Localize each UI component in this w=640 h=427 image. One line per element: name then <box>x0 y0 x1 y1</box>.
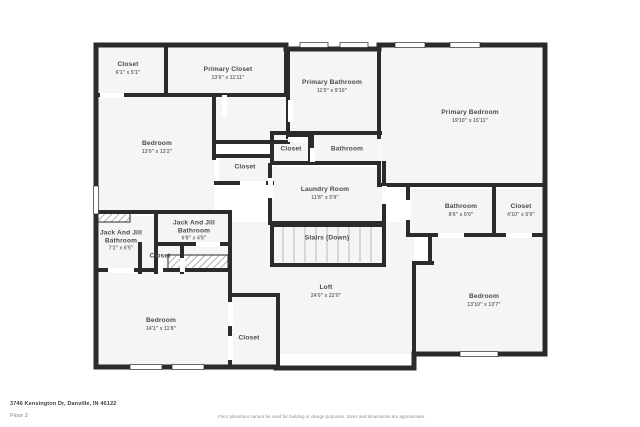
openings <box>93 42 532 370</box>
floor-label: Floor 2 <box>10 413 29 419</box>
floor-plan-svg <box>93 42 548 371</box>
property-address: 3746 Kensington Dr, Danville, IN 46122 <box>10 401 117 407</box>
footer: 3746 Kensington Dr, Danville, IN 46122 F… <box>0 392 640 427</box>
room-fills <box>96 45 546 367</box>
disclaimer-text: Floor plans/tour cannot be used for buil… <box>218 414 426 419</box>
floor-plan-canvas: Closet 6'1" x 5'1" Primary Closet 13'6" … <box>93 42 548 371</box>
stair-treads <box>282 227 372 262</box>
